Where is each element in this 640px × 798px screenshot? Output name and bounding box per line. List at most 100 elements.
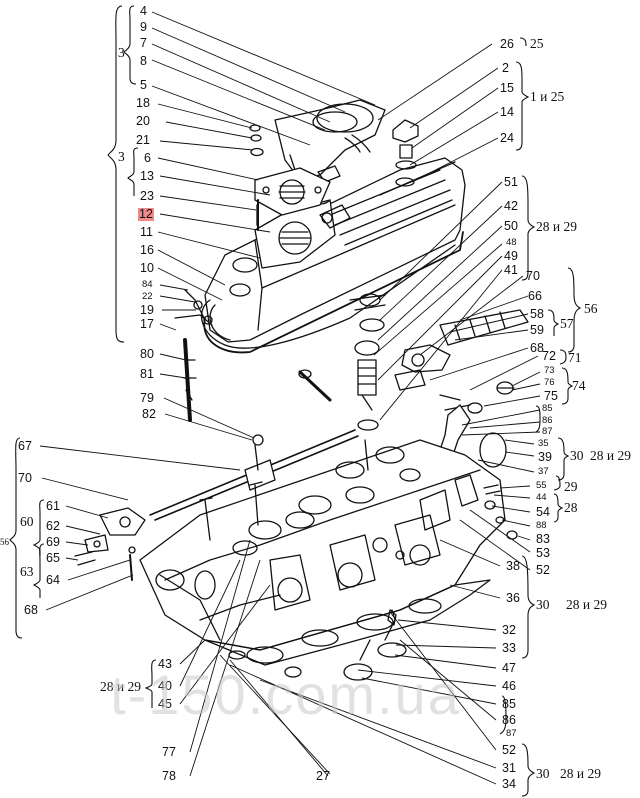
group-ref: 30 (536, 597, 550, 612)
group-ref: 3 (118, 149, 125, 164)
part-label: 68 (530, 341, 544, 355)
part-label: 9 (140, 20, 147, 34)
part-label: 13 (140, 169, 154, 183)
part-label: 41 (504, 263, 518, 277)
part-label: 58 (530, 307, 544, 321)
part-label: 86 (542, 415, 553, 426)
part-label: 86 (502, 713, 516, 727)
part-label: 83 (536, 532, 550, 546)
part-label: 87 (506, 728, 517, 739)
part-label: 36 (506, 591, 520, 605)
washers (249, 124, 264, 226)
group-ref: 29 (564, 479, 578, 494)
part-label: 18 (136, 96, 150, 110)
watermark: t-150.com.ua (110, 663, 461, 726)
part-label: 10 (140, 261, 154, 275)
leader-lines (39, 11, 541, 785)
part-label: 87 (542, 426, 553, 437)
flange-gasket (254, 167, 331, 216)
part-label: 66 (528, 289, 542, 303)
part-label: 67 (18, 439, 32, 453)
part-label: 16 (140, 243, 154, 257)
part-label: 68 (24, 603, 38, 617)
part-label: 32 (502, 623, 516, 637)
part-label: 62 (46, 519, 60, 533)
part-label: 84 (142, 279, 153, 290)
part-label: 24 (500, 131, 514, 145)
rocker-shaft (149, 429, 359, 521)
part-label: 34 (502, 777, 516, 791)
pushrods (298, 369, 332, 402)
part-label: 59 (530, 323, 544, 337)
valves (343, 609, 407, 681)
part-label: 33 (502, 641, 516, 655)
part-label: 54 (536, 505, 550, 519)
part-label: 6 (144, 151, 151, 165)
left-rocker-arm (74, 507, 146, 581)
part-label: 42 (504, 199, 518, 213)
group-ref: 63 (20, 564, 34, 579)
part-label: 23 (140, 189, 154, 203)
part-label: 79 (140, 391, 154, 405)
part-label: 52 (502, 743, 516, 757)
part-label: 70 (526, 269, 540, 283)
part-label: 50 (504, 219, 518, 233)
part-label: 77 (162, 745, 176, 759)
group-ref: 60 (20, 514, 34, 529)
part-label: 48 (506, 237, 517, 248)
part-label: 72 (542, 349, 556, 363)
part-label: 37 (538, 466, 549, 477)
valve-cover (201, 157, 466, 354)
part-label: 80 (140, 347, 154, 361)
highlighted-part-label: 12 (138, 207, 154, 221)
part-label: 15 (500, 81, 514, 95)
rocker-arm (394, 309, 529, 391)
part-label: 88 (536, 520, 547, 531)
cylinder-head (139, 439, 506, 651)
part-label: 53 (536, 546, 550, 560)
group-ref: 71 (568, 350, 582, 365)
part-label: 11 (140, 225, 153, 239)
part-label: 14 (500, 105, 514, 119)
group-ref: 30 (570, 448, 584, 463)
part-label: 73 (544, 365, 555, 376)
filler-cap (392, 119, 419, 187)
group-ref: 28 и 29 (560, 766, 601, 781)
group-ref: 25 (530, 36, 544, 51)
part-label: 22 (142, 291, 153, 302)
part-label: 7 (140, 36, 147, 50)
part-label: 78 (162, 769, 176, 783)
part-label: 44 (536, 492, 547, 503)
group-ref: 28 и 29 (566, 597, 607, 612)
part-label: 2 (502, 61, 509, 75)
group-ref: 30 (536, 766, 550, 781)
part-label: 31 (502, 761, 516, 775)
group-ref: 28 и 29 (590, 448, 631, 463)
part-label: 61 (46, 499, 60, 513)
part-label: 38 (506, 559, 520, 573)
group-braces (9, 5, 582, 797)
part-label: 76 (544, 377, 555, 388)
part-label: 19 (140, 303, 154, 317)
part-label: 26 (500, 37, 514, 51)
part-label: 27 (316, 769, 330, 783)
part-label: 20 (136, 114, 150, 128)
part-label: 35 (538, 438, 549, 449)
group-ref: 1 и 25 (530, 89, 565, 104)
part-label: 70 (18, 471, 32, 485)
part-label: 52 (536, 563, 550, 577)
part-label: 8 (140, 54, 147, 68)
part-label: 21 (136, 133, 150, 147)
part-label: 85 (542, 403, 553, 414)
part-label: 65 (46, 551, 60, 565)
head-gasket (204, 579, 491, 678)
group-ref: 56 (0, 537, 9, 547)
part-label: 45 (158, 697, 172, 711)
part-label: 39 (538, 450, 552, 464)
group-ref: 28 (564, 500, 578, 515)
part-label: 55 (536, 480, 547, 491)
part-label: 40 (158, 679, 172, 693)
part-label: 69 (46, 535, 60, 549)
group-ref: 28 и 29 (100, 679, 141, 694)
